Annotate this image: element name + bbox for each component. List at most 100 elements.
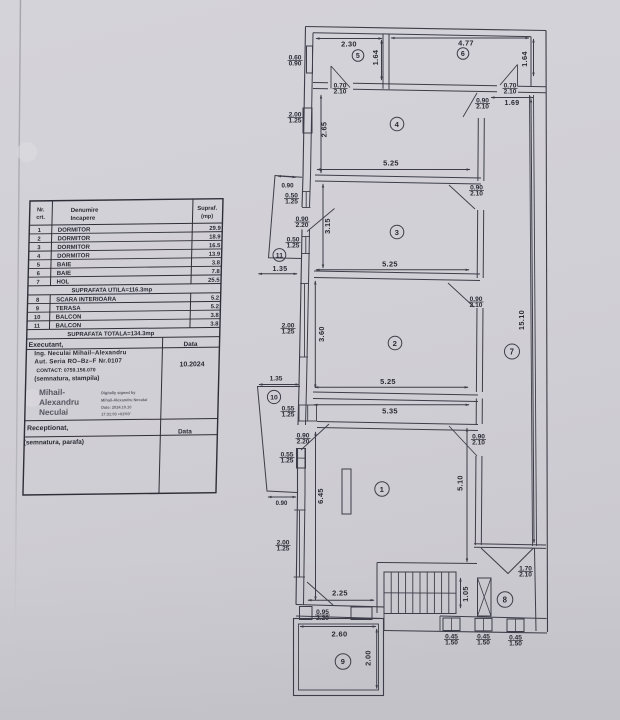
svg-text:8: 8 — [36, 298, 40, 304]
svg-text:13.9: 13.9 — [209, 252, 221, 258]
svg-text:11: 11 — [34, 324, 41, 330]
svg-text:3: 3 — [37, 245, 41, 251]
svg-text:1.69: 1.69 — [504, 100, 519, 107]
svg-text:1.35: 1.35 — [272, 266, 287, 273]
svg-text:16.5: 16.5 — [209, 243, 221, 249]
svg-text:0.70: 0.70 — [504, 83, 517, 90]
svg-text:DORMITOR: DORMITOR — [57, 236, 90, 242]
svg-text:0.90: 0.90 — [470, 185, 483, 192]
svg-text:2: 2 — [393, 339, 398, 348]
svg-text:BAIE: BAIE — [57, 271, 71, 277]
svg-text:1.64: 1.64 — [371, 49, 380, 65]
svg-text:3.8: 3.8 — [212, 260, 221, 266]
svg-text:3.8: 3.8 — [210, 321, 219, 327]
svg-text:Executant,: Executant, — [28, 342, 63, 349]
svg-text:5: 5 — [37, 263, 41, 269]
svg-text:Denumire: Denumire — [71, 208, 99, 214]
svg-text:BAIE: BAIE — [57, 262, 71, 268]
svg-text:3.15: 3.15 — [323, 218, 332, 234]
svg-text:Mihail-Alexandru Neculai: Mihail-Alexandru Neculai — [101, 397, 147, 403]
svg-text:0.60: 0.60 — [289, 55, 302, 62]
svg-text:Incapere: Incapere — [70, 216, 95, 222]
svg-text:6: 6 — [461, 51, 465, 58]
svg-text:Data: Data — [183, 341, 197, 348]
svg-text:0.50: 0.50 — [285, 193, 298, 200]
svg-text:4: 4 — [37, 254, 41, 260]
svg-text:8: 8 — [503, 595, 508, 604]
svg-text:SUPRAFATA TOTALA=134.3mp: SUPRAFATA TOTALA=134.3mp — [67, 331, 154, 338]
svg-text:0.50: 0.50 — [287, 237, 300, 244]
svg-text:3.60: 3.60 — [317, 326, 326, 342]
svg-text:Data: Data — [178, 428, 192, 435]
svg-text:7.8: 7.8 — [211, 269, 220, 275]
svg-text:Date: 2024.10.10: Date: 2024.10.10 — [101, 404, 131, 409]
svg-text:1.50: 1.50 — [445, 639, 458, 646]
svg-text:DORMITOR: DORMITOR — [57, 253, 90, 259]
svg-text:7: 7 — [36, 280, 39, 286]
svg-text:0.90: 0.90 — [297, 433, 310, 440]
svg-text:Neculai: Neculai — [39, 408, 68, 417]
svg-text:9: 9 — [341, 657, 345, 666]
svg-text:BALCON: BALCON — [56, 315, 82, 321]
svg-text:2.60: 2.60 — [332, 630, 348, 639]
svg-text:6: 6 — [37, 271, 41, 277]
svg-text:Nr.: Nr. — [37, 207, 45, 213]
svg-text:1: 1 — [380, 485, 385, 494]
svg-text:TERASA: TERASA — [56, 306, 81, 312]
svg-text:2.00: 2.00 — [289, 112, 302, 119]
svg-text:5.25: 5.25 — [383, 159, 399, 168]
svg-text:1.25: 1.25 — [285, 198, 298, 205]
svg-text:0.55: 0.55 — [282, 406, 295, 413]
svg-text:1.50: 1.50 — [509, 640, 522, 647]
svg-text:0.90: 0.90 — [296, 216, 309, 223]
svg-text:(mp): (mp) — [201, 214, 213, 220]
svg-text:0.45: 0.45 — [445, 634, 458, 641]
svg-text:18.9: 18.9 — [209, 234, 221, 240]
svg-text:SCARA INTERIOARA: SCARA INTERIOARA — [56, 297, 117, 304]
svg-text:1.50: 1.50 — [477, 639, 490, 646]
svg-text:0.90: 0.90 — [472, 434, 485, 441]
svg-text:0.90: 0.90 — [470, 296, 483, 303]
svg-text:Digitally signed by: Digitally signed by — [101, 390, 136, 395]
svg-text:3.8: 3.8 — [210, 313, 219, 319]
svg-text:crt.: crt. — [36, 215, 45, 221]
svg-text:2.10: 2.10 — [470, 302, 483, 309]
svg-text:2.10: 2.10 — [519, 571, 532, 578]
svg-text:5.10: 5.10 — [456, 475, 465, 491]
svg-text:3: 3 — [395, 228, 400, 237]
svg-text:4.77: 4.77 — [458, 39, 474, 48]
svg-text:2.20: 2.20 — [296, 222, 309, 229]
svg-text:2.20: 2.20 — [297, 438, 310, 445]
svg-text:2.10: 2.10 — [470, 190, 483, 197]
svg-text:0.55: 0.55 — [281, 452, 294, 459]
svg-text:11: 11 — [276, 252, 283, 259]
svg-text:1.35: 1.35 — [270, 376, 283, 383]
svg-text:2.10: 2.10 — [472, 439, 485, 446]
svg-text:0.90: 0.90 — [476, 98, 489, 105]
svg-text:10: 10 — [34, 315, 41, 321]
svg-text:5.2: 5.2 — [211, 304, 220, 310]
svg-text:7: 7 — [510, 347, 515, 356]
svg-text:10.2024: 10.2024 — [179, 361, 204, 368]
svg-text:1.70: 1.70 — [519, 566, 532, 573]
svg-text:5.35: 5.35 — [382, 407, 398, 416]
svg-text:2.00: 2.00 — [277, 540, 290, 547]
svg-text:0.45: 0.45 — [477, 634, 490, 641]
svg-text:2.10: 2.10 — [334, 88, 347, 95]
svg-text:1.64: 1.64 — [520, 51, 529, 67]
svg-text:2.30: 2.30 — [341, 40, 357, 49]
svg-text:CONTACT: 0759.156.070: CONTACT: 0759.156.070 — [36, 367, 96, 374]
svg-text:2.00: 2.00 — [364, 650, 373, 666]
svg-text:(semnatura, parafa): (semnatura, parafa) — [24, 439, 84, 447]
svg-text:Alexandru: Alexandru — [39, 398, 79, 407]
svg-text:Ing. Neculai Mihail–Alexandru: Ing. Neculai Mihail–Alexandru — [34, 349, 126, 357]
svg-text:1.25: 1.25 — [287, 242, 300, 249]
svg-text:0.70: 0.70 — [334, 83, 347, 90]
svg-text:2: 2 — [37, 237, 40, 243]
svg-text:SUPRAFATA UTILA=116.3mp: SUPRAFATA UTILA=116.3mp — [71, 287, 152, 294]
svg-text:1.25: 1.25 — [289, 117, 302, 124]
svg-text:Receptionat,: Receptionat, — [27, 425, 69, 432]
svg-text:9: 9 — [36, 306, 40, 312]
svg-text:(semnatura, stampila): (semnatura, stampila) — [34, 375, 99, 383]
svg-text:HOL: HOL — [56, 280, 69, 286]
